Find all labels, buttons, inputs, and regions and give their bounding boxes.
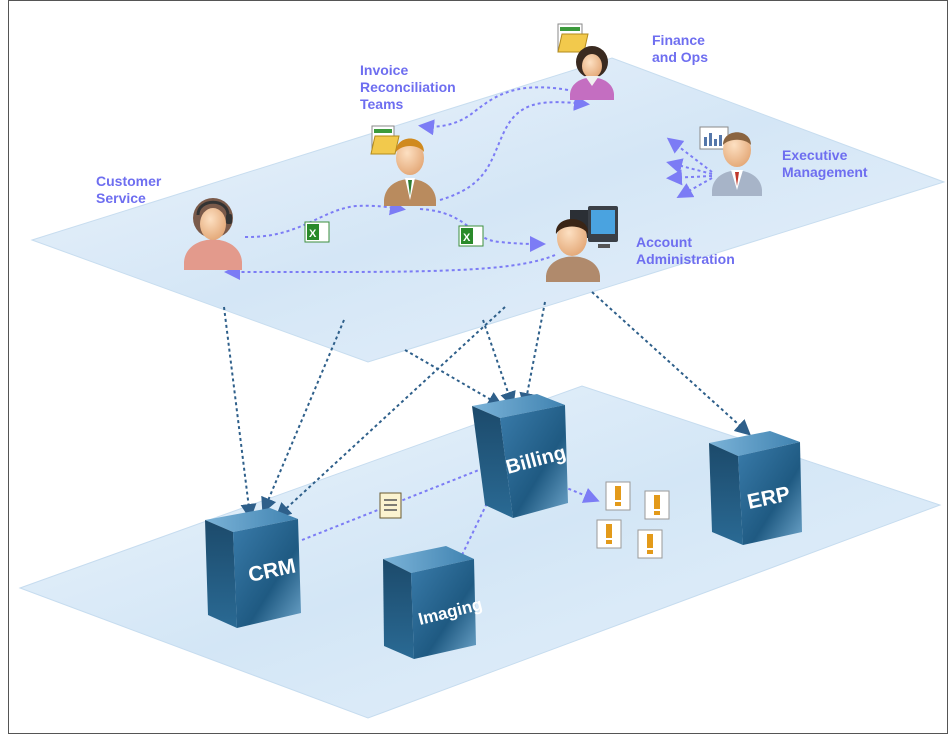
system-connectors [223, 291, 751, 520]
connector-plane-to-billing [404, 349, 504, 408]
excel-icon: X [458, 225, 484, 247]
alert-icon [596, 519, 622, 549]
flow-exec-4 [676, 177, 713, 198]
folder-icon [557, 23, 589, 53]
finance-and-ops-label: Finance and Ops [652, 32, 709, 65]
alert-icon [605, 481, 631, 511]
connector-invoice-to-billing [482, 319, 516, 408]
excel-icon: X [304, 221, 330, 243]
flow-exec-2 [666, 158, 713, 175]
invoice-person-icon[interactable] [384, 138, 436, 207]
account-administration-label: Account Administration [636, 234, 735, 267]
executive-management-label: Executive Management [782, 147, 868, 180]
server-crm[interactable]: CRM [205, 508, 301, 628]
document-icon [379, 492, 402, 519]
flow-exec-1 [666, 137, 713, 173]
finance-person-icon[interactable] [570, 46, 614, 100]
server-erp[interactable]: ERP [709, 431, 802, 545]
connector-mid-to-crm [261, 319, 345, 514]
flow-invoice-to-account [419, 208, 546, 252]
svg-text:X: X [309, 228, 317, 240]
customer-service-person-icon[interactable] [184, 198, 242, 270]
connector-acct-to-erp [591, 291, 751, 436]
users-plane [30, 57, 946, 363]
flow-cs-to-invoice [244, 199, 406, 239]
server-imaging[interactable]: Imaging [383, 546, 484, 659]
alert-notes [596, 481, 670, 559]
svg-text:X: X [463, 232, 471, 244]
server-billing[interactable]: Billing [472, 394, 568, 518]
flow-account-to-cs [224, 254, 556, 280]
flow-invoice-to-finance [439, 94, 590, 201]
flow-finance-to-invoice [418, 86, 569, 136]
folder-icon [370, 125, 400, 155]
connector-acct-to-billing [519, 301, 546, 409]
flow-exec-3 [666, 169, 713, 186]
alert-icon [637, 529, 663, 559]
invoice-reconciliation-label: Invoice Reconciliation Teams [360, 62, 456, 112]
alert-icon [644, 490, 670, 520]
account-admin-person-icon[interactable] [546, 219, 600, 282]
connector-cs-to-crm [223, 306, 257, 520]
executive-person-icon[interactable] [712, 132, 762, 196]
customer-service-label: Customer Service [96, 173, 162, 206]
